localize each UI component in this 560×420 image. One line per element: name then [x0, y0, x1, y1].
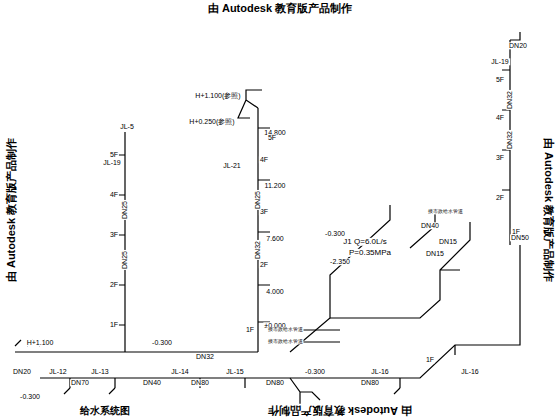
pipe-label: 接市政给水管道 [267, 327, 304, 332]
pipe-label: 2F [109, 281, 119, 288]
pipe-label: DN40 [142, 379, 162, 386]
pipe-label: 接市政给水管道 [267, 339, 304, 344]
pipe-label: 1F [245, 326, 255, 333]
pipe-label: JL-16 [460, 368, 480, 375]
pipe-label: JL-15 [225, 368, 245, 375]
pipe-label: 5F [495, 76, 505, 83]
pipe-label: 4F [495, 114, 505, 121]
pipe-label: JL-5 [119, 123, 135, 130]
pipe-label: P=0.35MPa [348, 249, 392, 257]
watermark: 由 Autodesk 教育版产品制作 [207, 3, 353, 15]
pipe-label: DN80 [360, 379, 380, 386]
pipe-label: DN20 [12, 368, 32, 375]
pipe-label: -0.300 [304, 368, 326, 375]
pipe-label: 4F [259, 156, 269, 163]
pipe-label: 3F [495, 154, 505, 161]
pipe-label: 3F [109, 231, 119, 238]
pipe-label: H+0.250(参照) [188, 118, 235, 125]
pipe-label: 4F [109, 191, 119, 198]
pipe-label: DN25 [254, 190, 261, 210]
drawing-title: 给水系统图 [79, 406, 131, 417]
pipe-label: 接市政给水管道 [427, 209, 464, 214]
pipe-label: -0.300 [324, 230, 346, 237]
pipe-label: DN40 [420, 222, 440, 229]
pipe-label: JL-12 [48, 368, 68, 375]
pipe-label: 5F [267, 134, 277, 141]
pipe-label: 7.600 [265, 235, 285, 242]
pipe-label: DN32 [506, 130, 513, 150]
pipe-label: DN32 [195, 353, 215, 360]
watermark: 由 Autodesk 教育版产品制作 [542, 137, 554, 283]
pipe-label: 4.000 [265, 288, 285, 295]
pipe-label: DN32 [254, 240, 261, 260]
pipe-label: J1 Q=6.0L/s [342, 238, 387, 246]
pipe-label: DN20 [508, 42, 528, 49]
pipe-label: DN25 [121, 200, 128, 220]
pipe-label: DN15 [425, 250, 445, 257]
pipe-label: DN50 [510, 234, 530, 241]
pipe-label: 5F [109, 151, 119, 158]
watermark: 由 Autodesk 教育版产品制作 [267, 404, 413, 416]
pipe-label: JL-21 [222, 162, 242, 169]
pipe-label: DN80 [265, 379, 285, 386]
pipe-label: H+1.100(参照) [194, 92, 241, 99]
watermark: 由 Autodesk 教育版产品制作 [6, 137, 18, 283]
pipe-label: H+1.100 [26, 339, 55, 346]
pipe-label: 1F [425, 356, 435, 363]
pipe-label: DN70 [70, 379, 90, 386]
pipe-label: JL-14 [170, 368, 190, 375]
pipe-label: JL-19 [490, 58, 510, 65]
pipe-label: 2F [495, 194, 505, 201]
pipe-label: DN32 [506, 90, 513, 110]
pipe-label: 11.200 [264, 182, 287, 189]
pipe-label: DN25 [121, 250, 128, 270]
pipe-label: JL-13 [90, 368, 110, 375]
pipe-label: JL-19 [102, 159, 122, 166]
pipe-label: -0.300 [151, 339, 173, 346]
pipe-label: 2F [259, 261, 269, 268]
pipe-label: -0.300 [19, 393, 41, 400]
pipe-label: 1F [109, 321, 119, 328]
pipe-label: -2.350 [329, 258, 351, 265]
pipe-label: DN80 [190, 379, 210, 386]
pipe-label: DN15 [438, 238, 458, 245]
pipe-label: JL-16 [370, 368, 390, 375]
